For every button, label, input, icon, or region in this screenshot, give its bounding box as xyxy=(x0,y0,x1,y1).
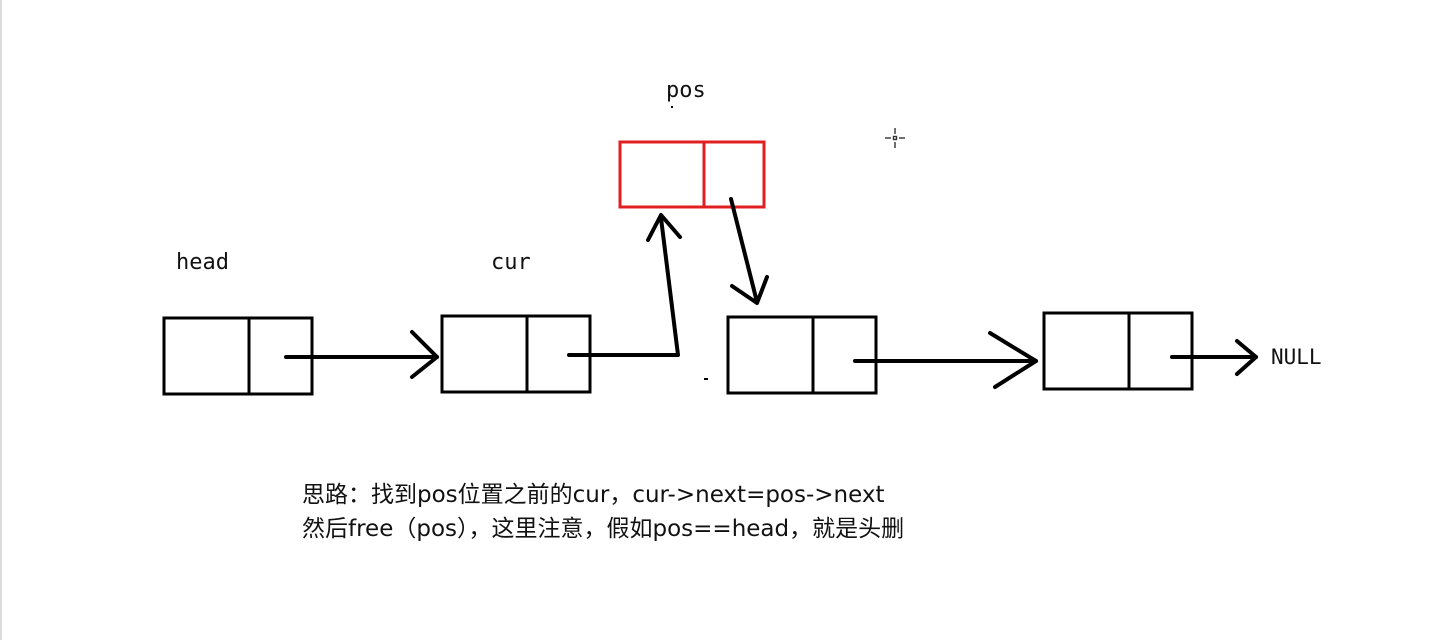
caption-line-1: 思路：找到pos位置之前的cur，cur->next=pos->next xyxy=(302,482,885,508)
node-after-pos xyxy=(726,315,878,395)
crosshair-cursor-icon xyxy=(885,128,905,148)
arrow-cur-to-pos xyxy=(567,213,682,357)
canvas-left-edge xyxy=(0,0,2,640)
caption-line-2: 然后free（pos），这里注意，假如pos==head，就是头删 xyxy=(302,516,905,542)
arrow-head-to-cur xyxy=(284,330,439,379)
label-head: head xyxy=(176,250,229,275)
node-pos xyxy=(618,140,766,209)
label-pos: pos xyxy=(666,78,706,103)
node-tail xyxy=(1042,311,1194,391)
explanation-caption: 思路：找到pos位置之前的cur，cur->next=pos->next 然后f… xyxy=(302,478,904,546)
label-null: NULL xyxy=(1271,345,1322,369)
arrow-pos-to-next xyxy=(729,197,769,305)
arrow-next-to-tail xyxy=(853,331,1038,389)
arrow-tail-to-null xyxy=(1170,339,1258,376)
label-cur: cur xyxy=(491,250,531,275)
stray-marks xyxy=(671,106,708,380)
